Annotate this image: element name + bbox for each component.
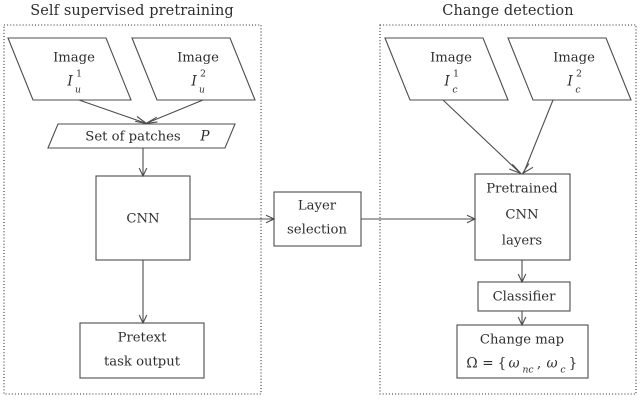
- node-cnn-shape: [95, 175, 191, 261]
- node-patches-shape: [47, 123, 236, 149]
- node-pretext: Pretext task output: [79, 322, 205, 379]
- node-image-u2-symbol-base: I: [190, 74, 197, 90]
- node-image-u1-symbol: I 1 u: [66, 69, 82, 96]
- node-classifier-label: Classifier: [493, 290, 557, 305]
- node-image-c1-label: Image: [430, 51, 472, 66]
- node-image-u1-symbol-superscript: 1: [76, 69, 82, 80]
- formula-omega-c-symbol: ω: [546, 356, 557, 372]
- edge-layer-selection-to-pretrained-cnn-arrowhead: [466, 214, 477, 224]
- node-image-c1: Image I 1 c: [384, 37, 509, 101]
- node-image-c1-symbol-subscript: c: [452, 85, 457, 96]
- node-pretrained-cnn-line-1: Pretrained: [486, 182, 558, 197]
- node-change-map: Change map Ω = { ω nc , ω c }: [456, 324, 589, 379]
- formula-close-brace: }: [569, 356, 578, 372]
- node-change-map-line-1: Change map: [480, 333, 564, 348]
- node-image-u2-symbol: I 2 u: [190, 69, 206, 96]
- node-image-c2-label: Image: [553, 51, 595, 66]
- formula-omega-nc-subscript: nc: [522, 365, 533, 376]
- node-image-c2: Image I 2 c: [507, 37, 632, 101]
- edge-patches-to-cnn: [138, 148, 148, 178]
- node-image-u1-symbol-base: I: [66, 74, 73, 90]
- node-patches-symbol: P: [199, 129, 210, 145]
- formula-equals-sign: =: [482, 356, 493, 372]
- node-patches-label: Set of patches: [85, 130, 181, 145]
- edge-pretrained-cnn-to-classifier-arrowhead: [517, 273, 527, 284]
- node-pretrained-cnn-line-3: layers: [502, 234, 543, 249]
- node-pretrained-cnn: Pretrained CNN layers: [474, 173, 571, 261]
- node-image-u2-shape: [131, 37, 256, 101]
- group-title-change-detection: Change detection: [442, 3, 573, 19]
- edge-cnn-to-pretext: [138, 260, 148, 325]
- node-pretext-shape: [79, 322, 205, 379]
- node-image-c1-shape: [384, 37, 509, 101]
- node-image-c2-shape: [507, 37, 632, 101]
- edge-image-u1-to-patches-line: [78, 99, 146, 124]
- formula-omega-nc-symbol: ω: [508, 356, 519, 372]
- edge-image-c1-to-pretrained-cnn-line: [442, 99, 520, 173]
- formula-open-brace: {: [498, 356, 507, 372]
- edge-image-u2-to-patches-line: [146, 99, 204, 124]
- edge-image-c1-to-pretrained-cnn: [442, 99, 522, 175]
- node-change-map-formula: Ω = { ω nc , ω c }: [466, 356, 577, 376]
- node-image-c1-symbol-base: I: [443, 74, 450, 90]
- node-classifier-shape: [477, 281, 571, 312]
- node-image-c2-symbol: I 2 c: [566, 69, 582, 96]
- edge-image-c1-to-pretrained-cnn-arrowhead: [509, 163, 522, 175]
- node-image-u1-label: Image: [53, 51, 95, 66]
- edge-patches-to-cnn-arrowhead: [138, 167, 148, 178]
- node-layer-selection-line-1: Layer: [298, 199, 337, 214]
- node-image-c2-symbol-base: I: [566, 74, 573, 90]
- edge-image-c2-to-pretrained-cnn-line: [523, 99, 554, 173]
- node-change-map-shape: [456, 324, 589, 379]
- node-pretext-line-1: Pretext: [118, 331, 168, 346]
- node-image-u1-shape: [7, 37, 132, 101]
- node-patches: Set of patches P: [47, 123, 236, 149]
- edge-image-c2-to-pretrained-cnn: [522, 99, 554, 174]
- node-image-u2-symbol-subscript: u: [199, 85, 205, 96]
- edge-image-u1-to-patches: [78, 99, 147, 125]
- node-image-u2: Image I 2 u: [131, 37, 256, 101]
- node-image-c2-symbol-superscript: 2: [576, 69, 582, 80]
- node-image-u1: Image I 1 u: [7, 37, 132, 101]
- edge-pretrained-cnn-to-classifier: [517, 260, 527, 284]
- node-image-c2-symbol-subscript: c: [575, 85, 580, 96]
- edge-cnn-to-layer-selection: [190, 214, 276, 224]
- node-image-u2-symbol-superscript: 2: [200, 69, 206, 80]
- edge-classifier-to-change-map-arrowhead: [517, 316, 527, 327]
- edge-layer-selection-to-pretrained-cnn: [361, 214, 477, 224]
- node-image-u2-label: Image: [177, 51, 219, 66]
- edge-cnn-to-layer-selection-arrowhead: [265, 214, 276, 224]
- edge-image-u2-to-patches: [145, 99, 204, 125]
- formula-omega-symbol: Ω: [466, 356, 477, 372]
- formula-omega-c-subscript: c: [560, 365, 565, 376]
- node-pretrained-cnn-line-2: CNN: [505, 208, 538, 223]
- node-image-u1-symbol-subscript: u: [75, 85, 81, 96]
- formula-comma: ,: [537, 356, 541, 372]
- group-title-self-supervised-pretraining: Self supervised pretraining: [30, 3, 234, 19]
- node-image-c1-symbol-superscript: 1: [453, 69, 459, 80]
- node-classifier: Classifier: [477, 281, 571, 312]
- edge-classifier-to-change-map: [517, 311, 527, 327]
- node-image-c1-symbol: I 1 c: [443, 69, 459, 96]
- edge-cnn-to-pretext-arrowhead: [138, 314, 148, 325]
- node-cnn-label: CNN: [126, 212, 159, 227]
- edge-image-c2-to-pretrained-cnn-arrowhead: [522, 163, 534, 174]
- node-layer-selection-line-2: selection: [287, 223, 347, 238]
- node-layer-selection: Layer selection: [273, 191, 362, 247]
- node-cnn: CNN: [95, 175, 191, 261]
- group-frame-change-detection: [379, 24, 637, 395]
- edge-image-u2-to-patches-arrowhead: [145, 116, 158, 125]
- node-pretext-line-2: task output: [104, 355, 181, 370]
